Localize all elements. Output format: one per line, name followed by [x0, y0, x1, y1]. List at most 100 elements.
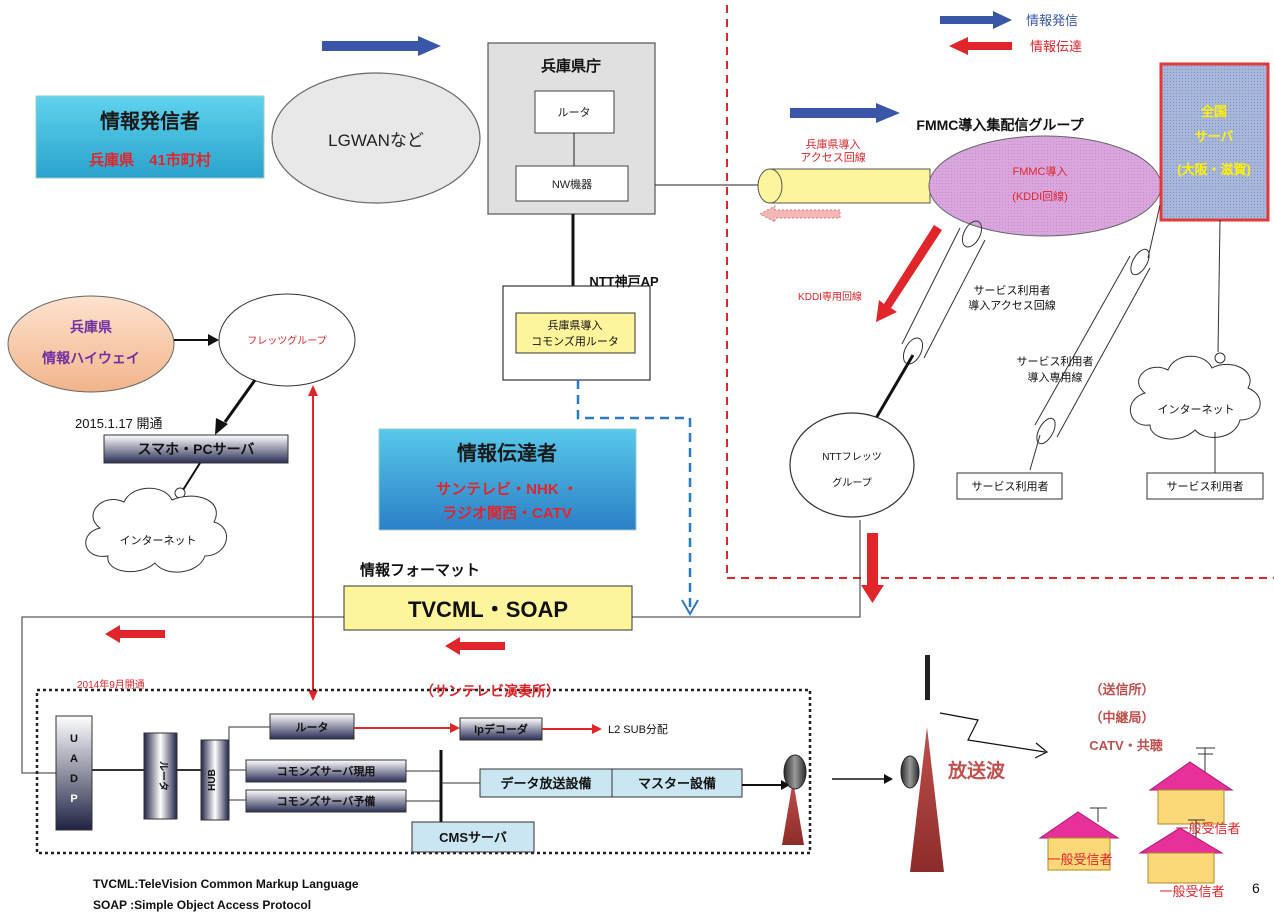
blue-dashed-route	[576, 380, 692, 612]
black-arrow-icon	[215, 418, 228, 435]
blue-arrow-icon	[322, 36, 441, 56]
sender-title: 情報発信者	[100, 109, 200, 133]
service-line-pipe	[1034, 248, 1151, 445]
broadcast-catv: CATV・共聴	[1089, 738, 1162, 753]
lgwan: LGWANなど	[328, 131, 424, 150]
national-server: 全国 サーバ (大阪・滋賀)	[1159, 62, 1270, 222]
studio-uadp-3: P	[70, 793, 77, 805]
receiver-title: 情報伝達者	[457, 441, 557, 465]
access-pipe	[757, 168, 931, 204]
studio-router-v: ルータ	[157, 761, 169, 791]
service-user-box-2	[1146, 472, 1264, 500]
master-equipment	[611, 768, 743, 798]
highway-line2: 情報ハイウェイ	[42, 350, 140, 366]
studio-router: ルータ	[296, 721, 329, 734]
format-box	[343, 585, 633, 631]
signal-zigzag	[939, 712, 1046, 753]
pref-title: 兵庫県庁	[541, 57, 601, 75]
studio-cms: CMSサーバ	[439, 830, 507, 845]
studio-uadp-2: D	[70, 773, 78, 785]
fmmc-group: FMMC導入集配信グループ	[916, 117, 1084, 133]
sender-box: 情報発信者 兵庫県 41市町村	[35, 95, 265, 179]
pink-dashed-arrow-icon	[758, 205, 841, 223]
fmmc-svc-access2: 導入アクセス回線	[968, 298, 1055, 312]
fmmc-server1: 全国	[1200, 104, 1227, 119]
fmmc-boundary	[726, 5, 1274, 579]
legend-blue-arrow-icon	[940, 11, 1012, 29]
red-arrow-icon	[876, 225, 942, 322]
fmmc-server2: サーバ	[1195, 129, 1234, 144]
hub	[200, 739, 230, 821]
uadp-box	[55, 715, 93, 831]
blue-arrow-icon	[790, 103, 900, 123]
broadcast-recv2: 一般受信者	[1047, 852, 1112, 867]
pref-router: ルータ	[558, 106, 591, 119]
internet-cloud-left: インターネット	[85, 487, 227, 573]
receiver-line2: ラジオ関西・CATV	[442, 505, 571, 522]
format-label: 情報フォーマット	[360, 561, 480, 579]
red-arrow-up-icon	[308, 385, 318, 396]
studio-uadp-0: U	[70, 733, 78, 745]
legend: 情報発信 情報伝達	[940, 11, 1082, 55]
page-no: 6	[1252, 880, 1260, 896]
ntt-flets-group	[789, 412, 915, 518]
black-arrow-icon	[884, 774, 893, 784]
fmmc-internet: インターネット	[1158, 403, 1235, 416]
smapho-server	[103, 434, 289, 464]
receiver-box: 情報伝達者 サンテレビ・NHK ・ ラジオ関西・CATV	[378, 428, 637, 531]
black-arrow-icon	[781, 780, 790, 790]
fmmc-user1: サービス利用者	[972, 480, 1049, 493]
studio-area	[35, 688, 812, 855]
ntt-kobe-line2: コモンズ用ルータ	[531, 334, 619, 348]
cms-server	[411, 821, 535, 853]
router-box	[269, 713, 355, 740]
legend-dentatsu: 情報伝達	[1030, 39, 1082, 54]
fmmc-svc-line2: 導入専用線	[1028, 370, 1083, 384]
footer-soap: SOAP :Simple Object Access Protocol	[93, 898, 311, 912]
studio-title: （サンテレビ演奏所）	[420, 683, 560, 699]
fmmc-access1: 兵庫県導入	[806, 137, 861, 151]
fmmc-kddi: KDDI専用回線	[798, 290, 862, 303]
open-date: 2015.1.17 開通	[75, 416, 162, 431]
format-box: TVCML・SOAP	[408, 597, 568, 622]
studio-commons-main: コモンズサーバ現用	[277, 764, 376, 778]
legend-hasshin: 情報発信	[1026, 13, 1078, 28]
legend-red-arrow-icon	[949, 37, 1012, 55]
fmmc-svc-access1: サービス利用者	[974, 284, 1051, 297]
studio-ip-decoder: Ipデコーダ	[474, 722, 528, 736]
red-arrow-icon	[105, 625, 165, 643]
pref-nw: NW機器	[552, 177, 592, 191]
broadcast-relay: （中継局）	[1089, 710, 1154, 725]
hyogo-highway	[7, 295, 175, 393]
fmmc-flets1: NTTフレッツ	[822, 452, 881, 463]
service-user-box-1	[956, 472, 1063, 500]
connector-icon	[1214, 352, 1226, 364]
highway-line1: 兵庫県	[70, 319, 112, 335]
fmmc-node1: FMMC導入	[1013, 164, 1068, 178]
house-2	[1038, 807, 1120, 871]
service-access-pipe	[901, 220, 986, 365]
ntt-kobe-line1: 兵庫県導入	[548, 318, 603, 332]
studio-date: 2014年9月開通	[77, 678, 145, 691]
internet-cloud-right: インターネット	[1129, 352, 1261, 440]
footer-tvcml: TVCML:TeleVision Common Markup Language	[93, 877, 359, 891]
fmmc-node	[928, 135, 1162, 237]
pref-office: 兵庫県庁 ルータ NW機器	[487, 42, 656, 215]
lgwan-cloud	[271, 72, 481, 204]
studio-data-broadcast: データ放送設備	[500, 776, 591, 791]
black-arrow-icon	[208, 334, 219, 346]
fmmc-node2: (KDDI回線)	[1012, 189, 1068, 203]
red-arrow-down-icon	[861, 533, 884, 603]
blue-dashed-arrow-head-icon	[681, 599, 699, 617]
flets-group-left	[218, 293, 356, 387]
smapho: スマホ・PCサーバ	[138, 441, 255, 457]
fmmc-access2: アクセス回線	[800, 150, 865, 164]
receiver-line1: サンテレビ・NHK ・	[436, 481, 578, 498]
red-arrow-icon	[445, 637, 505, 655]
red-arrow-icon	[450, 723, 460, 733]
broadcast-wave: 放送波	[947, 759, 1006, 782]
fmmc-flets2: グループ	[832, 476, 871, 489]
router-vertical	[143, 732, 178, 820]
red-arrow-icon	[592, 724, 602, 734]
